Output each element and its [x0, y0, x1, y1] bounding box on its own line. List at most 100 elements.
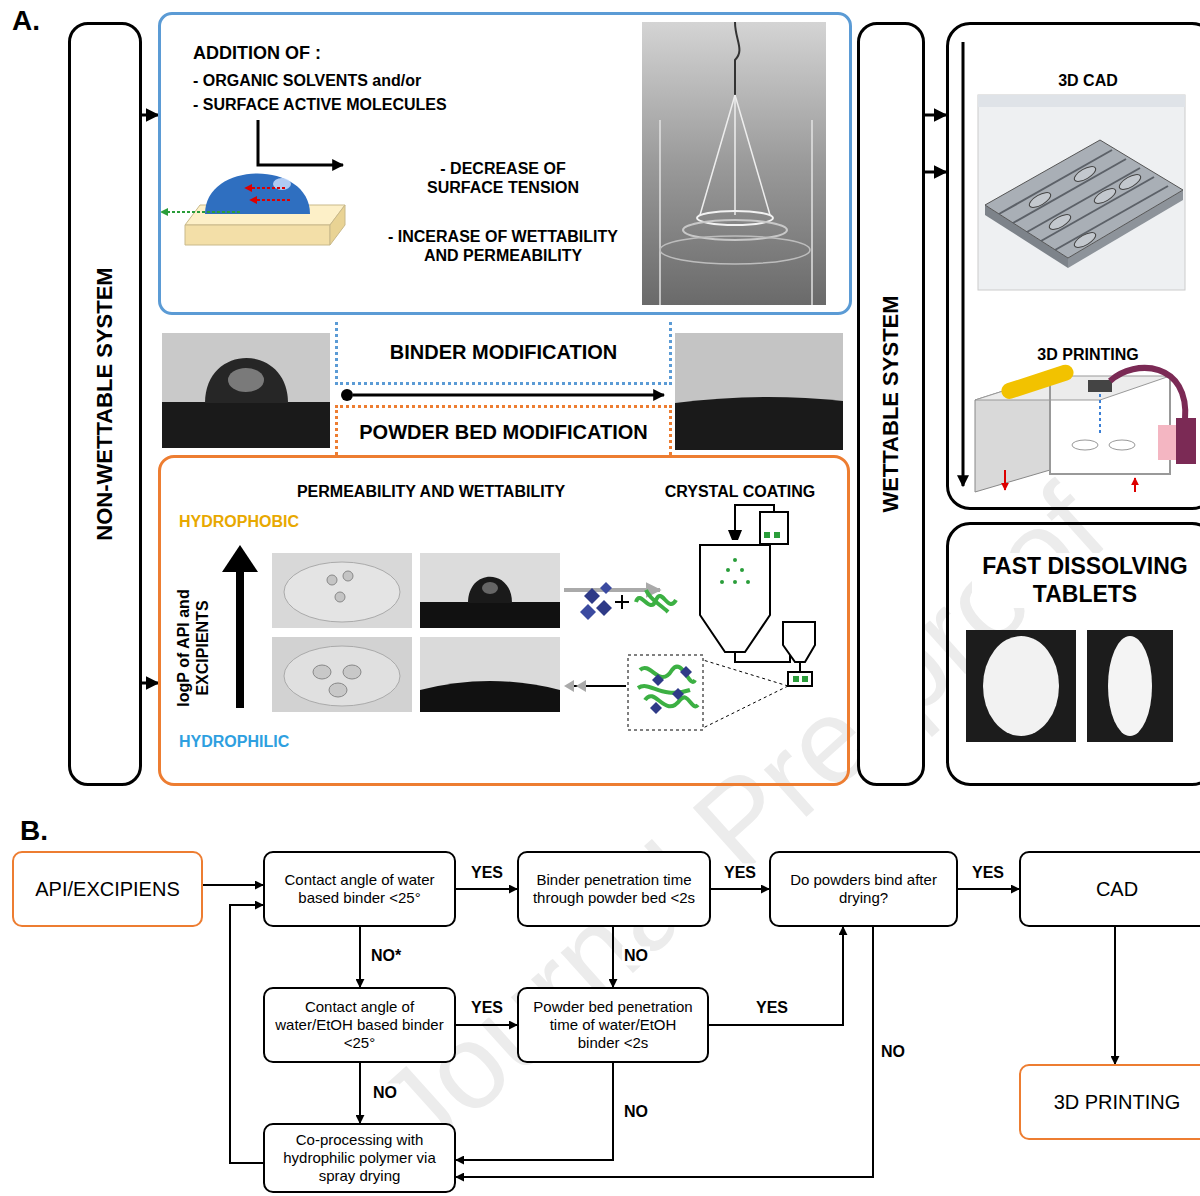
panel-text: ADDITION OF : — [193, 43, 493, 65]
edge-label: NO — [622, 1102, 650, 1121]
edge-label: NO — [622, 946, 650, 965]
text-slot: ADDITION OF : — [193, 43, 493, 65]
connector — [359, 1063, 361, 1123]
panel-text: logP of API and EXCIPIENTS — [174, 573, 212, 723]
text-slot: 3D CAD — [988, 71, 1188, 90]
panel-text: - SURFACE ACTIVE MOLECULES — [193, 95, 493, 114]
edge-label-slot: NO — [622, 1102, 650, 1121]
node-text: Powder bed penetration time of water/EtO… — [527, 998, 699, 1052]
band-text: NON-WETTABLE SYSTEM — [92, 34, 118, 774]
connector — [711, 888, 769, 890]
binder-panel: ADDITION OF : - ORGANIC SOLVENTS and/or - … — [158, 12, 852, 315]
panel-text: 3D PRINTING — [988, 345, 1188, 364]
connector — [230, 905, 263, 1163]
edge-label-slot: YES — [469, 998, 505, 1017]
edge-label-slot: YES — [469, 863, 505, 882]
text-slot: logP of API and EXCIPIENTS — [174, 573, 212, 723]
connector — [456, 888, 517, 890]
connector — [203, 884, 263, 886]
connector — [456, 1024, 517, 1026]
edge-label-slot: NO — [622, 946, 650, 965]
decision-box: Powder bed penetration time of water/EtO… — [517, 987, 709, 1063]
text-slot: HYDROPHOBIC — [179, 512, 319, 531]
process-box: Co-processing with hydrophilic polymer v… — [263, 1123, 456, 1193]
text-slot: PERMEABILITY AND WETTABILITY — [281, 482, 581, 501]
node-text: POWDER BED MODIFICATION — [359, 420, 648, 444]
text-slot: WETTABLE SYSTEM — [878, 34, 904, 774]
text-slot: - ORGANIC SOLVENTS and/or — [193, 71, 493, 90]
edge-label: YES — [722, 863, 758, 882]
node-text: Contact angle of water based binder <25° — [273, 871, 446, 907]
crystal-coating-sketch — [564, 505, 815, 730]
edge-label-slot: NO* — [369, 946, 403, 965]
logp-arrow — [222, 545, 258, 708]
edge-label: NO* — [369, 946, 403, 965]
panel-text: FAST DISSOLVING TABLETS — [972, 553, 1198, 608]
edge-label: YES — [469, 863, 505, 882]
droplet-sketch — [160, 120, 345, 245]
connector — [456, 927, 873, 1177]
edge-label: YES — [469, 998, 505, 1017]
connector — [359, 927, 361, 987]
panel-text: PERMEABILITY AND WETTABILITY — [281, 482, 581, 501]
label-slot: B. — [20, 814, 48, 848]
result-panel: FAST DISSOLVING TABLETS — [946, 522, 1200, 786]
contact-angle-photos — [162, 333, 843, 450]
decision-box: Do powders bind after drying? — [769, 851, 958, 927]
panel-text: HYDROPHOBIC — [179, 512, 319, 531]
connector — [142, 682, 158, 685]
powder-photos — [272, 553, 560, 712]
system-band: WETTABLE SYSTEM — [857, 22, 925, 786]
node-text: Co-processing with hydrophilic polymer v… — [273, 1131, 446, 1185]
end-box: 3D PRINTING — [1019, 1064, 1200, 1140]
node-text: Binder penetration time through powder b… — [527, 871, 701, 907]
printing-panel: 3D CAD 3D PRINTING — [946, 22, 1200, 510]
edge-label-slot: YES — [970, 863, 1006, 882]
start-box: API/EXCIPIENS — [12, 851, 203, 927]
text-slot: HYDROPHILIC — [179, 732, 319, 751]
band-text: WETTABLE SYSTEM — [878, 34, 904, 774]
panel-text: 3D CAD — [988, 71, 1188, 90]
connector — [925, 114, 946, 117]
panel-letter: A. — [12, 4, 40, 38]
text-slot: - INCERASE OF WETTABILITY AND PERMEABILI… — [378, 227, 628, 265]
text-slot: - DECREASE OF SURFACE TENSION — [413, 159, 593, 197]
connector — [1114, 927, 1116, 1064]
node-text: Do powders bind after drying? — [779, 871, 948, 907]
text-slot: 3D PRINTING — [988, 345, 1188, 364]
panel-text: - INCERASE OF WETTABILITY AND PERMEABILI… — [378, 227, 628, 265]
printer-sketch — [963, 42, 1196, 492]
powder-panel: PERMEABILITY AND WETTABILITY CRYSTAL COAT… — [158, 455, 850, 786]
tablet-photos — [966, 630, 1173, 742]
edge-label-slot: YES — [722, 863, 758, 882]
tensiometer-photo — [642, 22, 826, 305]
panel-text: - ORGANIC SOLVENTS and/or — [193, 71, 493, 90]
process-box: CAD — [1019, 851, 1200, 927]
edge-label: NO — [879, 1042, 907, 1061]
connector — [709, 927, 843, 1025]
cad-render — [978, 95, 1185, 290]
connector — [612, 927, 614, 987]
node-text: BINDER MODIFICATION — [390, 340, 617, 364]
edge-label: YES — [754, 998, 790, 1017]
decision-box: Binder penetration time through powder b… — [517, 851, 711, 927]
text-slot: FAST DISSOLVING TABLETS — [972, 553, 1198, 608]
panel-text: HYDROPHILIC — [179, 732, 319, 751]
edge-label: NO — [371, 1083, 399, 1102]
label-slot: A. — [12, 4, 40, 38]
dotted-box: POWDER BED MODIFICATION — [335, 405, 672, 455]
text-slot: CRYSTAL COATING — [650, 482, 830, 501]
node-text: CAD — [1096, 877, 1138, 901]
connector — [925, 171, 946, 174]
connector — [958, 888, 1019, 890]
panel-text: CRYSTAL COATING — [650, 482, 830, 501]
decision-box: Contact angle of water/EtOH based binder… — [263, 987, 456, 1063]
decision-box: Contact angle of water based binder <25° — [263, 851, 456, 927]
node-text: 3D PRINTING — [1054, 1090, 1181, 1114]
panel-letter: B. — [20, 814, 48, 848]
edge-label-slot: NO — [879, 1042, 907, 1061]
connector — [142, 114, 158, 117]
text-slot: - SURFACE ACTIVE MOLECULES — [193, 95, 493, 114]
node-text: Contact angle of water/EtOH based binder… — [273, 998, 446, 1052]
